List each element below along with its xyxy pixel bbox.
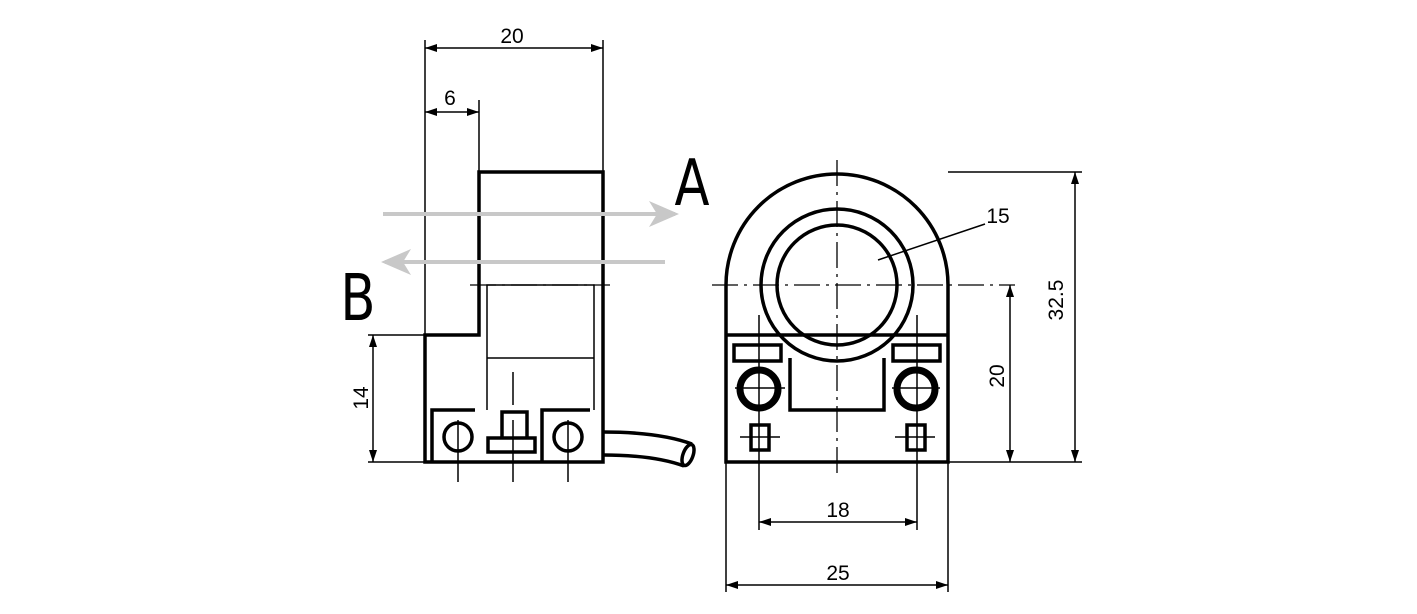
- dim-width-label: 20: [500, 25, 523, 48]
- terminal-axes: [457, 420, 569, 482]
- cable-end: [680, 442, 696, 468]
- dim-front-width-label: 25: [826, 562, 849, 585]
- dim-diameter-label: 15: [986, 205, 1009, 228]
- clamp-left: [732, 343, 783, 363]
- terminal-brackets: [430, 408, 590, 462]
- dim-total-height-label: 32.5: [1045, 280, 1068, 321]
- dim-hole-spacing-label: 18: [826, 499, 849, 522]
- front-extension-lines: [725, 171, 1082, 592]
- side-inner-cavity: [486, 284, 595, 410]
- cable: [602, 430, 693, 468]
- dim-offset-label: 6: [444, 87, 456, 110]
- label-a: A: [674, 145, 709, 220]
- screw-right: [893, 366, 939, 412]
- front-body-outline: [724, 172, 950, 464]
- dim-center-height-label: 20: [986, 364, 1009, 387]
- label-b: B: [340, 260, 375, 335]
- middle-terminal: [486, 410, 537, 454]
- diameter-leader: [877, 223, 986, 261]
- terminal-crosshairs: [735, 387, 940, 438]
- side-view: 20 6 14 A B: [340, 25, 710, 482]
- front-view: 18 25 32.5 20 15: [712, 160, 1082, 592]
- extension-lines: [368, 40, 604, 463]
- dim-height-label: 14: [350, 386, 373, 410]
